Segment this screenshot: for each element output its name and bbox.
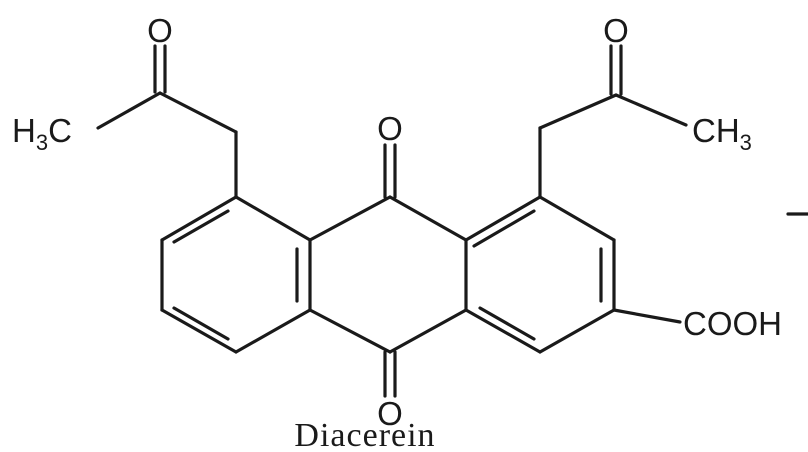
bond-right-ring-1 [464, 195, 542, 242]
bond-ring-to-cooh [612, 308, 682, 324]
bond-center-ring-5 [308, 308, 392, 354]
bond-left-ring-1 [234, 195, 312, 242]
compound-name-caption: Diacerein [294, 417, 435, 452]
bond-left-ring-6 [160, 195, 238, 242]
atom-labels: O O O O H3C CH3 COOH [12, 12, 782, 432]
methyl-left-subscript: 3 [36, 130, 48, 155]
bond-carbonyl-to-ch2-left [158, 91, 238, 134]
bond-right-ring-2 [538, 195, 616, 242]
carboxyl-label: COOH [683, 305, 782, 342]
bond-center-ring-1 [308, 195, 392, 242]
bond-left-ring-3 [234, 308, 312, 354]
bond-ch3-left-to-carbonyl [96, 91, 162, 130]
bond-right-ring-inner-a [472, 209, 536, 248]
bond-center-ring-2 [388, 195, 468, 242]
methyl-right-subscript: 3 [740, 130, 752, 155]
oxygen-left-carbonyl: O [147, 12, 173, 49]
oxygen-right-carbonyl: O [603, 12, 629, 49]
bond-ch2-right-to-carbonyl [538, 93, 618, 130]
bond-right-ring-inner-c [478, 306, 536, 341]
oxygen-top-quinone: O [377, 110, 403, 147]
bond-right-ring-5 [464, 308, 542, 354]
methyl-right-ch: CH [692, 112, 740, 149]
bond-network [96, 44, 808, 398]
bond-center-ring-4 [388, 308, 468, 354]
bond-left-ring-inner-c [172, 209, 230, 244]
methyl-left-c: C [48, 112, 72, 149]
methyl-right-label: CH3 [692, 112, 752, 155]
bond-left-ring-4 [160, 308, 238, 354]
methyl-left-label: H3C [12, 112, 72, 155]
bond-right-ring-4 [538, 308, 616, 354]
bond-left-ring-inner-b [172, 306, 230, 341]
oxygen-bottom-quinone: O [377, 395, 403, 432]
bond-carbonyl-to-ch3-right [614, 93, 688, 127]
methyl-left-h: H [12, 112, 36, 149]
